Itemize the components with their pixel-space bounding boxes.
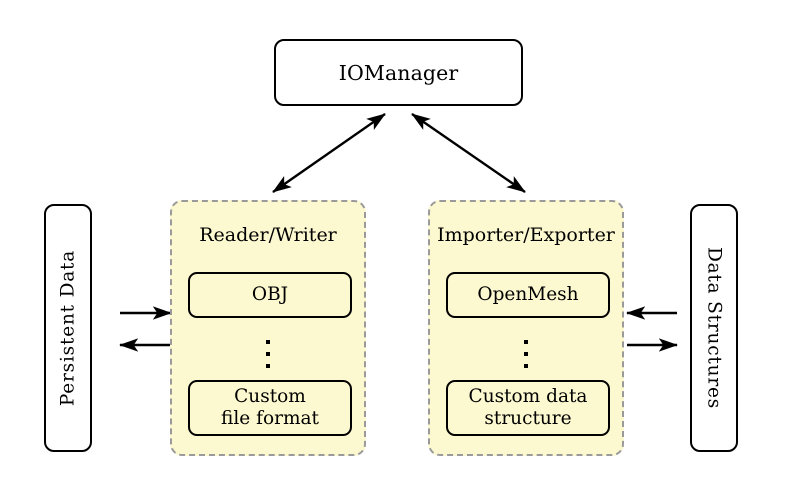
panel-importer-exporter-ellipsis-icon: [524, 340, 528, 368]
panel-importer-exporter[interactable]: Importer/Exporter OpenMesh Custom data s…: [428, 200, 624, 456]
panel-reader-writer-ellipsis-icon: [266, 340, 270, 368]
node-data-structures[interactable]: Data Structures: [690, 204, 738, 452]
panel-importer-exporter-item-openmesh[interactable]: OpenMesh: [446, 272, 610, 318]
panel-reader-writer-item-custom-file-format[interactable]: Custom file format: [188, 380, 352, 436]
panel-reader-writer-item-obj-label: OBJ: [251, 284, 289, 306]
panel-importer-exporter-title: Importer/Exporter: [437, 224, 615, 246]
panel-reader-writer-item-obj[interactable]: OBJ: [188, 272, 352, 318]
panel-importer-exporter-item-custom-data-structure-line2: structure: [484, 408, 572, 429]
node-persistent-data[interactable]: Persistent Data: [44, 204, 92, 452]
node-persistent-data-label: Persistent Data: [57, 249, 79, 407]
panel-reader-writer[interactable]: Reader/Writer OBJ Custom file format: [170, 200, 366, 456]
node-iomanager-label: IOManager: [338, 60, 459, 85]
panel-reader-writer-title: Reader/Writer: [199, 224, 337, 246]
panel-importer-exporter-item-custom-data-structure[interactable]: Custom data structure: [446, 380, 610, 436]
node-iomanager[interactable]: IOManager: [274, 39, 523, 106]
panel-importer-exporter-item-custom-data-structure-line1: Custom data: [468, 386, 588, 408]
arrow-importerexporter-iomanager: [411, 113, 526, 193]
panel-importer-exporter-item-openmesh-label: OpenMesh: [477, 284, 579, 306]
panel-reader-writer-item-custom-file-format-line2: file format: [221, 408, 319, 429]
panel-reader-writer-item-custom-file-format-line1: Custom: [234, 386, 306, 408]
node-data-structures-label: Data Structures: [703, 246, 725, 410]
arrow-readerwriter-iomanager: [272, 113, 386, 193]
